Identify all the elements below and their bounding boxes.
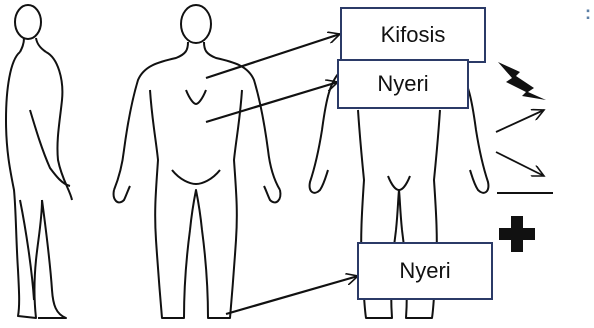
back-view-figure [114,5,281,318]
kifosis-label: Kifosis [381,22,446,48]
lightning-icon [498,62,546,100]
arrow-to-nyeri-top [206,82,338,122]
arrow-to-kifosis [206,34,340,78]
side-view-figure [6,5,72,318]
plus-icon [499,216,535,252]
kifosis-label-box: Kifosis [340,7,486,63]
arrow-down-right-icon [496,152,544,176]
arrow-up-right-icon [496,110,544,132]
corner-colon-mark: : [585,4,591,22]
nyeri-top-label-box: Nyeri [337,59,469,109]
nyeri-top-label: Nyeri [377,71,428,97]
nyeri-bottom-label: Nyeri [399,258,450,284]
nyeri-bottom-label-box: Nyeri [357,242,493,300]
arrow-to-nyeri-bottom [226,276,358,314]
